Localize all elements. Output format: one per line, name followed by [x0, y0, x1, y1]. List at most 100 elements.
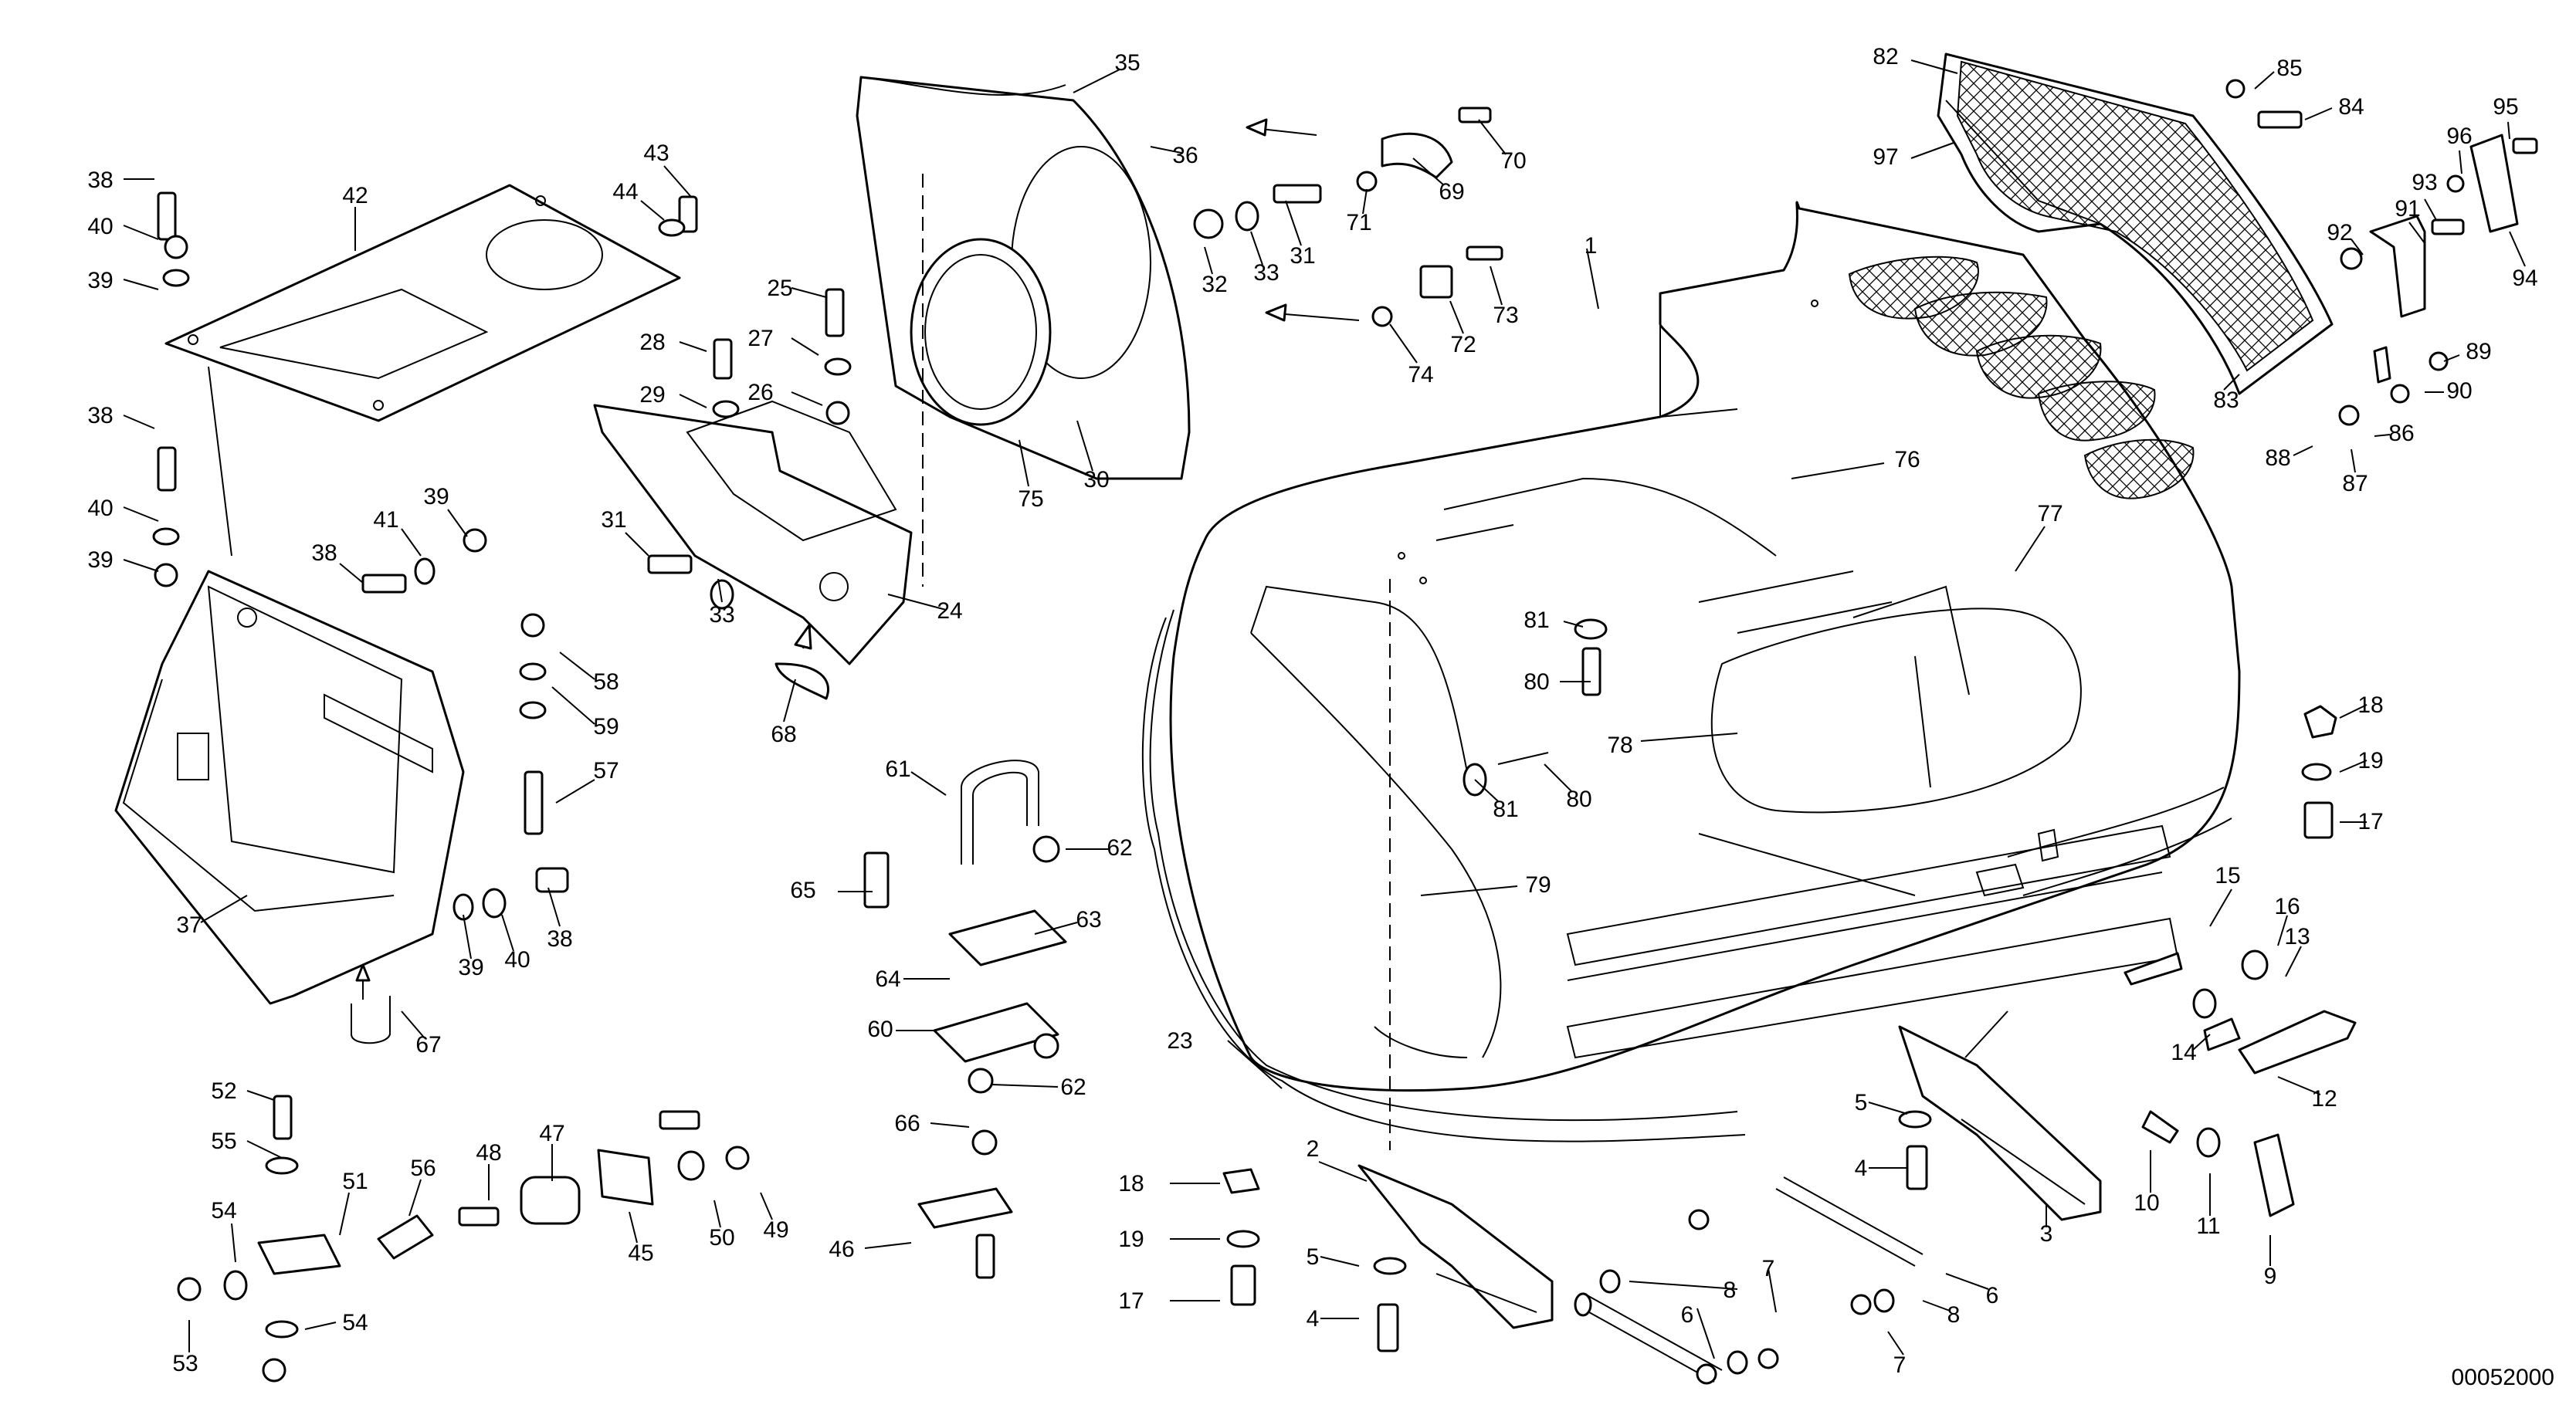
callout-leader-75 [1019, 439, 1029, 487]
callout-number-7: 7 [1893, 1352, 1907, 1378]
callout-number-70: 70 [1500, 148, 1526, 174]
callout-number-71: 71 [1346, 210, 1371, 235]
callout-number-78: 78 [1607, 733, 1632, 758]
callout-leader-33 [717, 578, 723, 603]
callout-leader-13 [2285, 946, 2302, 977]
callout-leader-62 [991, 1084, 1059, 1088]
callout-leader-26 [791, 391, 823, 406]
callout-leader-84 [2304, 107, 2333, 120]
callout-number-2: 2 [1307, 1136, 1320, 1162]
callout-number-47: 47 [539, 1121, 564, 1146]
callout-number-62: 62 [1107, 835, 1132, 861]
callout-leader-72 [1449, 300, 1464, 334]
callout-number-17: 17 [2357, 809, 2383, 834]
callout-leader-31 [625, 532, 649, 557]
callout-leader-16 [2277, 915, 2288, 946]
callout-leader-61 [910, 771, 947, 796]
callout-number-19: 19 [1118, 1227, 1144, 1252]
callout-leader-43 [663, 165, 692, 198]
callout-number-27: 27 [747, 326, 773, 351]
callout-number-9: 9 [2264, 1264, 2277, 1289]
callout-number-39: 39 [87, 547, 113, 573]
callout-number-72: 72 [1450, 332, 1476, 357]
callout-leader-37 [200, 895, 248, 923]
callout-number-89: 89 [2466, 339, 2491, 364]
callout-leader-76 [1791, 462, 1885, 479]
callout-leader-87 [2351, 448, 2356, 473]
callout-number-1: 1 [1585, 233, 1598, 259]
callout-number-42: 42 [342, 183, 368, 208]
callout-leader-97 [1910, 142, 1954, 159]
callout-leader-8 [1629, 1281, 1738, 1290]
callout-leader-52 [246, 1090, 275, 1101]
callout-leader-74 [1389, 323, 1418, 364]
callout-number-6: 6 [1681, 1302, 1694, 1328]
callout-number-44: 44 [612, 179, 638, 205]
callout-leader-38 [123, 415, 155, 429]
callout-number-26: 26 [747, 380, 773, 405]
callout-leader-39 [447, 509, 468, 537]
callout-number-49: 49 [763, 1217, 788, 1243]
callout-leader-32 [1204, 246, 1213, 275]
callout-number-32: 32 [1202, 272, 1227, 297]
callout-number-43: 43 [643, 140, 669, 166]
callout-number-50: 50 [709, 1225, 734, 1251]
callout-number-45: 45 [628, 1240, 653, 1266]
callout-number-75: 75 [1018, 486, 1043, 512]
callout-leader-38 [547, 887, 561, 927]
callout-number-4: 4 [1307, 1306, 1320, 1332]
callout-leader-91 [2408, 222, 2425, 244]
callout-leader-94 [2509, 231, 2526, 267]
callout-number-91: 91 [2395, 196, 2420, 222]
callout-leader-67 [401, 1010, 425, 1039]
callout-leader-54 [231, 1223, 236, 1263]
callout-number-96: 96 [2446, 124, 2472, 149]
callout-number-57: 57 [593, 758, 619, 784]
callout-leader-96 [2459, 150, 2462, 174]
callout-number-88: 88 [2265, 445, 2290, 471]
callout-leader-46 [864, 1242, 912, 1249]
callout-number-76: 76 [1894, 447, 1920, 472]
mount-bracket-right [2225, 79, 2538, 426]
callout-number-3: 3 [2040, 1221, 2053, 1247]
callout-number-51: 51 [342, 1169, 368, 1194]
callout-number-40: 40 [504, 947, 530, 973]
callout-number-5: 5 [1307, 1244, 1320, 1270]
callout-number-31: 31 [601, 507, 626, 533]
callout-number-46: 46 [829, 1237, 854, 1262]
callout-number-8: 8 [1947, 1302, 1961, 1328]
callout-number-16: 16 [2274, 894, 2300, 919]
callout-leader-24 [887, 594, 947, 611]
callout-number-30: 30 [1083, 467, 1109, 492]
hinge-bracket-3 [1898, 1025, 2102, 1221]
callout-leader-56 [408, 1179, 422, 1217]
callout-number-54: 54 [342, 1310, 368, 1335]
callout-number-97: 97 [1873, 144, 1898, 170]
callout-number-55: 55 [211, 1129, 236, 1154]
callout-leader-40 [501, 914, 514, 952]
callout-leader-69 [1412, 157, 1445, 186]
callout-number-10: 10 [2134, 1190, 2159, 1216]
callout-number-67: 67 [415, 1032, 441, 1058]
callout-layer: 1234455667788910111213141516171718181919… [87, 44, 2537, 1378]
callout-number-14: 14 [2171, 1040, 2196, 1065]
callout-number-7: 7 [1762, 1256, 1775, 1281]
callout-number-64: 64 [875, 966, 900, 992]
callout-number-92: 92 [2327, 220, 2352, 245]
callout-leader-88 [2293, 445, 2313, 456]
callout-number-19: 19 [2357, 748, 2383, 773]
callout-leader-81 [1474, 779, 1499, 802]
callout-leader-66 [930, 1122, 970, 1128]
callout-leader-68 [783, 679, 796, 723]
callout-leader-2 [1318, 1161, 1368, 1182]
mount-bracket-24 [593, 400, 913, 665]
callout-number-81: 81 [1524, 608, 1549, 633]
callout-leader-6 [1696, 1308, 1715, 1359]
callout-leader-29 [679, 394, 707, 408]
callout-leader-6 [1945, 1273, 1989, 1290]
callout-leader-55 [246, 1140, 283, 1159]
callout-number-80: 80 [1524, 669, 1549, 695]
callout-number-29: 29 [639, 382, 665, 408]
callout-leader-78 [1640, 733, 1738, 742]
callout-leader-39 [463, 914, 472, 960]
